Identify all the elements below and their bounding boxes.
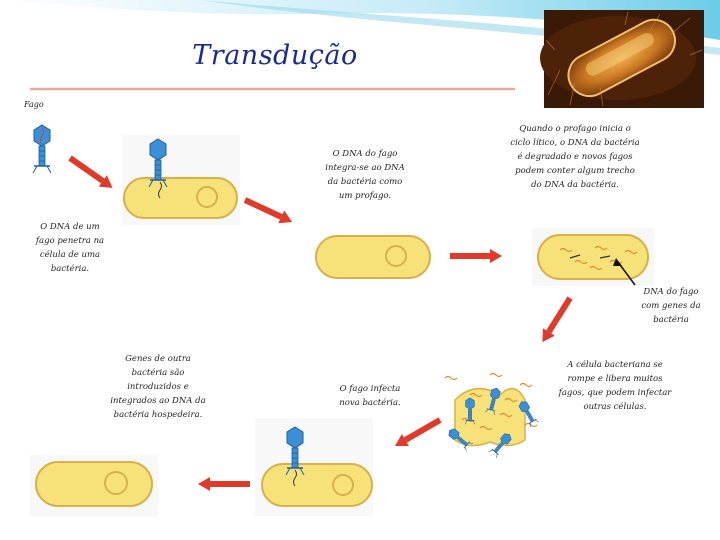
caption-step7: Genes de outra bactéria são introduzidos… [110,354,206,420]
bacterium-icon [35,461,153,507]
caption-step1: O DNA de um fago penetra na célula de um… [35,222,105,274]
arrow-icon [198,477,250,491]
caption-step3: Quando o profago inicia o ciclo lítico, … [510,124,640,190]
arrow-icon [65,152,117,194]
arrow-icon [450,249,502,263]
arrow-icon [391,413,444,453]
bacterium-icon [315,235,431,279]
arrow-icon [536,294,576,346]
bacterium-icon [123,177,238,219]
phage-label: Fago [24,100,44,109]
bacterium-icon [537,234,649,280]
caption-step2: O DNA do fago integra-se ao DNA da bacté… [325,149,405,201]
bacterium-icon [261,463,373,507]
arrow-icon [242,193,296,229]
caption-step4: DNA do fago com genes da bactéria [641,287,701,325]
caption-step5: A célula bacteriana se rompe e libera mu… [558,360,672,412]
page-title: Transdução [192,40,358,71]
caption-step6: O fago infecta nova bactéria. [339,384,401,408]
phage-icon [32,124,52,174]
